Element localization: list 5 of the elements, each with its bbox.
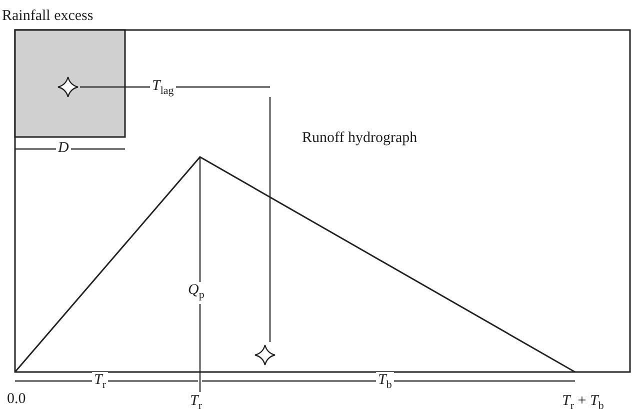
curve-label: Runoff hydrograph [300, 130, 420, 147]
axis-tick-label: T$_{r}$ [188, 393, 204, 409]
axis-tick-label: T$_{r}$ + T$_{b}$ [560, 393, 606, 409]
axis-label: Rainfall excess [1, 8, 94, 25]
peak-label: Q$_{p}$ [186, 282, 206, 304]
